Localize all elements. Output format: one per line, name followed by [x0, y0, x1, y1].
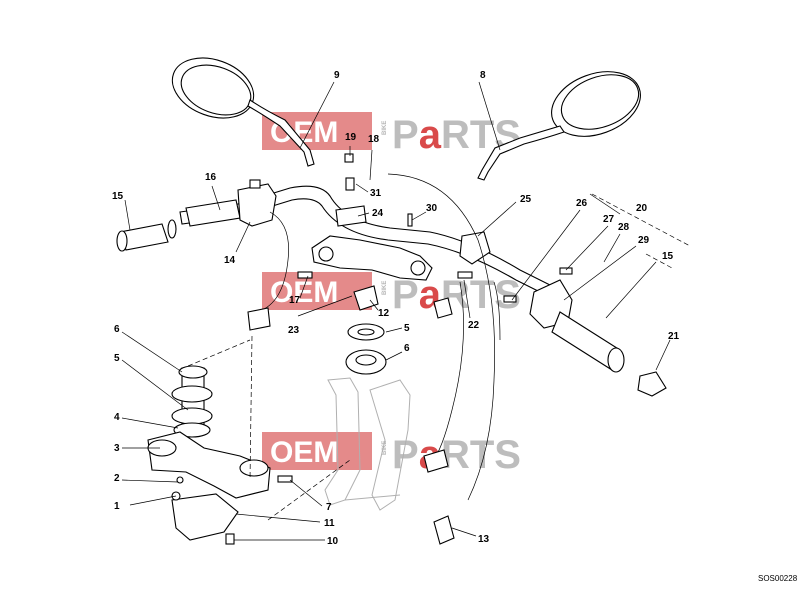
callout-20: 20: [636, 203, 648, 214]
upper-triple-clamp: [311, 235, 433, 281]
callout-31: 31: [370, 188, 382, 199]
lower-triple-clamp: [147, 431, 271, 499]
watermark-parts-text: PaRTS: [392, 273, 521, 317]
assembly-lines: [187, 193, 691, 521]
diagram-code: SOS00228: [758, 574, 798, 583]
callout-5: 5: [404, 323, 410, 334]
callout-1: 1: [114, 501, 120, 512]
cables: [387, 173, 501, 501]
callout-26: 26: [576, 198, 588, 209]
callout-30: 30: [426, 203, 438, 214]
watermark-bike-text: BIKE: [382, 121, 388, 135]
leader-lines: [121, 81, 671, 541]
callout-12: 12: [378, 308, 390, 319]
callout-8: 8: [480, 70, 486, 81]
callout-4: 4: [114, 412, 120, 423]
small-bolts: [171, 153, 573, 545]
watermark-parts-text: PaRTS: [392, 433, 521, 477]
cable-end-spring: [423, 449, 455, 545]
left-mirror: [171, 57, 315, 167]
callout-27: 27: [603, 214, 615, 225]
connector-left: [433, 297, 453, 319]
watermark-top: OEM BIKE PaRTS: [262, 112, 521, 157]
watermark-bike-text: BIKE: [382, 441, 388, 455]
callout-22: 22: [468, 320, 480, 331]
right-throttle-assembly: [529, 279, 667, 397]
bearing-ring-upper: [347, 323, 385, 341]
left-switch-housing: [237, 179, 277, 227]
callout-2: 2: [114, 473, 120, 484]
watermark-bike-text: BIKE: [382, 281, 388, 295]
frame-ghost-outline: [324, 377, 411, 511]
callout-5: 5: [114, 353, 120, 364]
watermark-oem-text: OEM: [270, 436, 338, 469]
callout-6: 6: [404, 343, 410, 354]
callout-14: 14: [224, 255, 236, 266]
left-grip: [116, 199, 241, 252]
callout-7: 7: [326, 502, 332, 513]
left-switch-cable: [247, 211, 289, 331]
steering-nut: [353, 285, 379, 311]
callout-19: 19: [345, 132, 357, 143]
callout-10: 10: [327, 536, 339, 547]
watermark-middle: OEM BIKE PaRTS: [262, 272, 521, 317]
callout-9: 9: [334, 70, 340, 81]
callout-24: 24: [372, 208, 384, 219]
callout-23: 23: [288, 325, 300, 336]
watermark-bottom: OEM BIKE PaRTS: [262, 432, 521, 477]
callout-25: 25: [520, 194, 532, 205]
callout-16: 16: [205, 172, 217, 183]
callout-21: 21: [668, 331, 680, 342]
callout-13: 13: [478, 534, 490, 545]
watermark-oem-text: OEM: [270, 276, 338, 309]
callout-15: 15: [112, 191, 124, 202]
callout-17: 17: [289, 295, 301, 306]
callout-11: 11: [324, 518, 335, 529]
callout-28: 28: [618, 222, 630, 233]
bearing-ring-lower: [345, 349, 387, 375]
callout-29: 29: [638, 235, 650, 246]
steering-stem: [171, 365, 213, 438]
right-mirror: [477, 71, 641, 181]
callout-18: 18: [368, 134, 380, 145]
lock-plate: [171, 493, 239, 541]
watermark-oem-box: [262, 432, 372, 470]
callout-3: 3: [114, 443, 120, 454]
top-clamp: [335, 205, 367, 227]
callout-labels: 1 2 3 4 5 5 6 6 7 8 9 10 11 12 13 14 15 …: [112, 70, 680, 547]
callout-15: 15: [662, 251, 674, 262]
callout-6: 6: [114, 324, 120, 335]
